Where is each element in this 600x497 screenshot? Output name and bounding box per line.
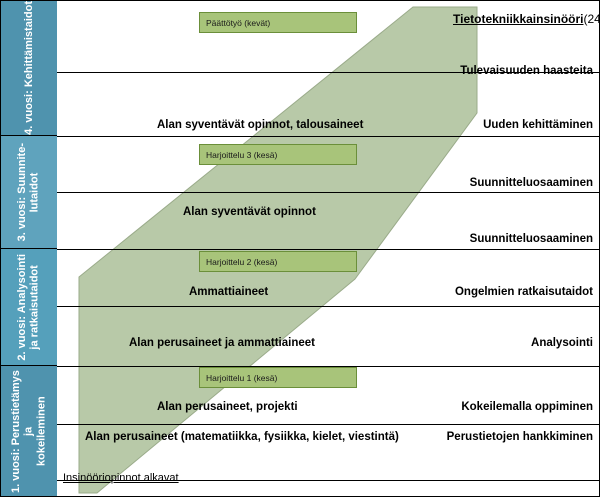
label-advanced: Alan syventävät opinnot [183, 206, 316, 218]
divider-line-1 [57, 72, 599, 73]
green-box-practice-2[interactable]: Harjoittelu 2 (kesä) [199, 251, 357, 272]
divider-line-8 [57, 480, 599, 481]
page-title: Tietotekniikkainsinööri(240 op) [453, 12, 599, 26]
year-column-4: 4. vuosi: Kehittämistaidot [1, 1, 57, 136]
label-basics-professional: Alan perusaineet ja ammattiaineet [129, 337, 315, 349]
label-skill-basics: Perustietojen hankkiminen [446, 431, 593, 443]
label-professional: Ammattiaineet [189, 286, 269, 298]
label-skill-design-2: Suunnitteluosaaminen [469, 233, 593, 245]
year-column-2-label: 2. vuosi: Analysointi ja ratkaisutaidot [16, 253, 41, 361]
label-skill-design-1: Suunnitteluosaaminen [469, 177, 593, 189]
divider-line-5 [57, 306, 599, 307]
year-column-4-label: 4. vuosi: Kehittämistaidot [22, 1, 35, 135]
green-box-practice-3[interactable]: Harjoittelu 3 (kesä) [199, 144, 357, 165]
divider-line-4 [57, 249, 599, 250]
label-skill-problem: Ongelmien ratkaisutaidot [454, 286, 593, 298]
divider-line-7 [57, 424, 599, 425]
footer-start-label: Insinööriopinnot alkavat [63, 472, 179, 484]
label-advanced-econ: Alan syventävät opinnot, talousaineet [157, 119, 364, 131]
label-skill-development: Uuden kehittäminen [483, 119, 593, 131]
divider-line-2 [57, 136, 599, 137]
green-box-practice-1[interactable]: Harjoittelu 1 (kesä) [199, 367, 357, 388]
year-column-3-label: 3. vuosi: Suunnite- lutaidot [16, 142, 41, 242]
divider-line-3 [57, 192, 599, 193]
year-column-3: 3. vuosi: Suunnite- lutaidot [1, 136, 57, 249]
green-box-thesis[interactable]: Päättötyö (kevät) [199, 12, 357, 33]
year-column-2: 2. vuosi: Analysointi ja ratkaisutaidot [1, 249, 57, 366]
year-column-1: 1. vuosi: Perustietämys ja kokeileminen [1, 366, 57, 496]
label-basics-math: Alan perusaineet (matematiikka, fysiikka… [85, 431, 399, 443]
page-title-credits: (240 op) [583, 12, 599, 26]
label-skill-experiment: Kokeilemalla oppiminen [461, 401, 593, 413]
diagram-canvas: Tietotekniikkainsinööri(240 op) Päättöty… [57, 1, 599, 496]
label-skill-future: Tulevaisuuden haasteita [460, 65, 593, 77]
page-title-main: Tietotekniikkainsinööri [453, 12, 584, 26]
label-basics-project: Alan perusaineet, projekti [157, 401, 298, 413]
divider-line-6 [57, 366, 599, 367]
year-column-1-label: 1. vuosi: Perustietämys ja kokeileminen [10, 370, 48, 493]
label-skill-analysis: Analysointi [531, 337, 593, 349]
